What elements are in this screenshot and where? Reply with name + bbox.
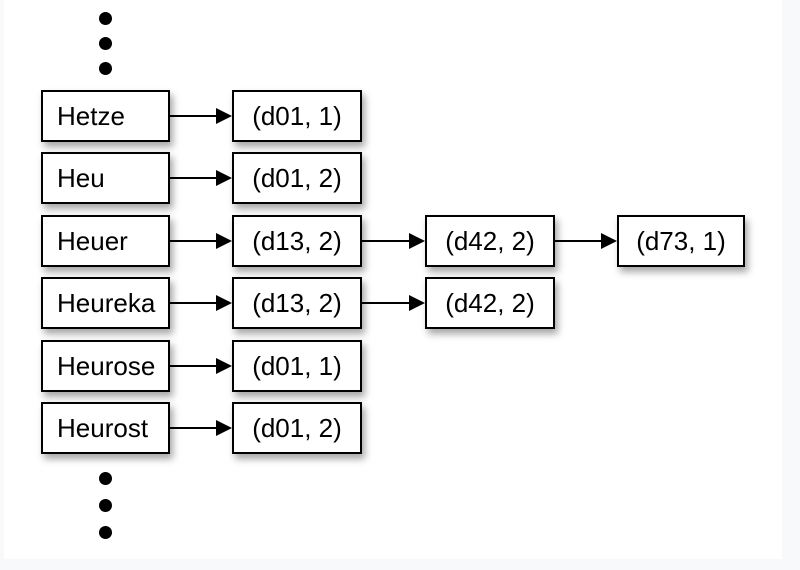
ellipsis-dot — [99, 472, 112, 485]
ellipsis-dot — [99, 499, 112, 512]
ellipsis-dot — [99, 37, 112, 50]
posting-box: (d13, 2) — [232, 215, 362, 267]
posting-box: (d13, 2) — [232, 277, 362, 329]
arrow-right-icon — [555, 233, 617, 249]
posting-box: (d42, 2) — [425, 277, 555, 329]
arrow-right-icon — [362, 295, 425, 311]
posting-box: (d01, 1) — [232, 340, 362, 392]
term-box-hetze: Hetze — [41, 90, 170, 142]
arrow-right-icon — [362, 233, 425, 249]
arrow-right-icon — [170, 358, 232, 374]
arrow-right-icon — [170, 170, 232, 186]
ellipsis-dot — [99, 12, 112, 25]
term-box-heurost: Heurost — [41, 402, 170, 454]
term-box-heu: Heu — [41, 152, 170, 204]
term-box-heureka: Heureka — [41, 277, 170, 329]
arrow-right-icon — [170, 108, 232, 124]
vertical-ellipsis-top — [99, 12, 112, 75]
posting-box: (d01, 1) — [232, 90, 362, 142]
posting-box: (d73, 1) — [617, 215, 745, 267]
ellipsis-dot — [99, 62, 112, 75]
vertical-ellipsis-bottom — [99, 472, 112, 539]
posting-box: (d01, 2) — [232, 402, 362, 454]
posting-box: (d42, 2) — [425, 215, 555, 267]
arrow-right-icon — [170, 295, 232, 311]
term-box-heurose: Heurose — [41, 340, 170, 392]
arrow-right-icon — [170, 233, 232, 249]
posting-box: (d01, 2) — [232, 152, 362, 204]
ellipsis-dot — [99, 526, 112, 539]
arrow-right-icon — [170, 420, 232, 436]
term-box-heuer: Heuer — [41, 215, 170, 267]
